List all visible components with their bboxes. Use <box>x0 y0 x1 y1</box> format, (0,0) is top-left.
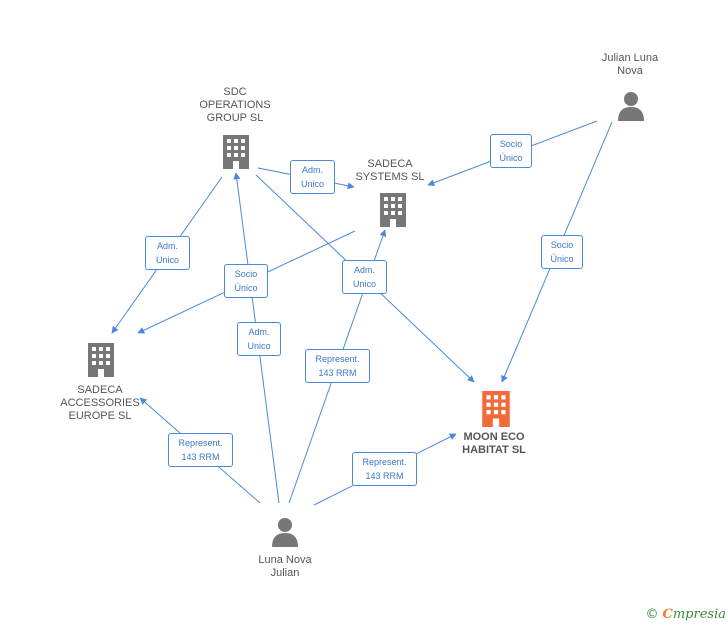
edge-label-line2: Unico <box>247 341 271 351</box>
edge-label-socio-unico: Socio Único <box>224 264 268 298</box>
moon-label-line1: MOON ECO <box>463 431 525 443</box>
accessories-label-line3: EUROPE SL <box>68 410 132 422</box>
moon-label[interactable]: MOON ECO HABITAT SL <box>444 431 544 457</box>
moon-building-icon <box>482 391 510 427</box>
edge-label-represent: Represent. 143 RRM <box>168 433 233 467</box>
edge-label-line2: Único <box>499 153 523 163</box>
accessories-building-icon <box>88 343 114 377</box>
moon-label-line2: HABITAT SL <box>462 444 526 456</box>
luna-label[interactable]: Luna Nova Julian <box>235 554 335 580</box>
sdc-label-line1: SDC <box>223 86 247 98</box>
sdc-building-icon <box>223 135 249 169</box>
systems-label-line2: SYSTEMS SL <box>355 171 425 183</box>
brand-first-letter: C <box>662 607 673 622</box>
julian-label[interactable]: Julian Luna Nova <box>580 52 680 78</box>
edge-label-socio-unico: Socio Único <box>541 235 583 269</box>
julian-label-line1: Julian Luna <box>601 52 659 64</box>
systems-building-icon <box>380 193 406 227</box>
edge-label-line2: Único <box>550 254 574 264</box>
sdc-label[interactable]: SDC OPERATIONS GROUP SL <box>186 86 284 125</box>
luna-label-line2: Julian <box>270 567 300 579</box>
copyright-symbol: © <box>645 607 659 622</box>
edge-label-line2: Unico <box>300 179 324 189</box>
edge-label-line1: Adm. <box>353 265 375 275</box>
brand-name-rest: mpresia <box>672 607 726 622</box>
systems-label[interactable]: SADECA SYSTEMS SL <box>340 158 440 184</box>
julian-person-icon <box>618 92 644 121</box>
edge-label-line1: Socio <box>499 139 523 149</box>
edge-label-line2: 143 RRM <box>365 471 404 481</box>
edge-label-line1: Adm. <box>301 165 323 175</box>
edge-label-line2: Unico <box>155 255 179 265</box>
sdc-label-line3: GROUP SL <box>206 112 264 124</box>
edge-label-represent: Represent. 143 RRM <box>352 452 417 486</box>
edge-label-line1: Socio <box>234 269 258 279</box>
sdc-label-line2: OPERATIONS <box>199 99 271 111</box>
accessories-label-line2: ACCESSORIES <box>60 397 140 409</box>
accessories-label-line1: SADECA <box>77 384 123 396</box>
edge-label-line1: Represent. <box>178 438 223 448</box>
edge-label-adm-unico: Adm. Unico <box>290 160 335 194</box>
empresia-logo: ©Cmpresia <box>646 607 727 622</box>
edge-label-adm-unico: Adm. Unico <box>342 260 387 294</box>
edge-label-line2: 143 RRM <box>181 452 220 462</box>
edge-label-line2: 143 RRM <box>318 368 357 378</box>
julian-label-line2: Nova <box>617 65 643 77</box>
edge-label-line1: Adm. <box>248 327 270 337</box>
luna-label-line1: Luna Nova <box>258 554 312 566</box>
edge-label-line1: Adm. <box>156 241 178 251</box>
edge-label-line1: Socio <box>550 240 574 250</box>
systems-label-line1: SADECA <box>367 158 413 170</box>
edge-label-line2: Unico <box>352 279 376 289</box>
edge-label-socio-unico: Socio Único <box>490 134 532 168</box>
edge-label-line1: Represent. <box>315 354 360 364</box>
edge-label-line1: Represent. <box>362 457 407 467</box>
edge-label-line2: Único <box>234 283 258 293</box>
luna-person-icon <box>272 518 298 547</box>
accessories-label[interactable]: SADECA ACCESSORIES EUROPE SL <box>50 384 150 423</box>
edge-label-adm-unico: Adm. Unico <box>237 322 281 356</box>
edge-label-represent: Represent. 143 RRM <box>305 349 370 383</box>
edge-label-adm-unico: Adm. Unico <box>145 236 190 270</box>
